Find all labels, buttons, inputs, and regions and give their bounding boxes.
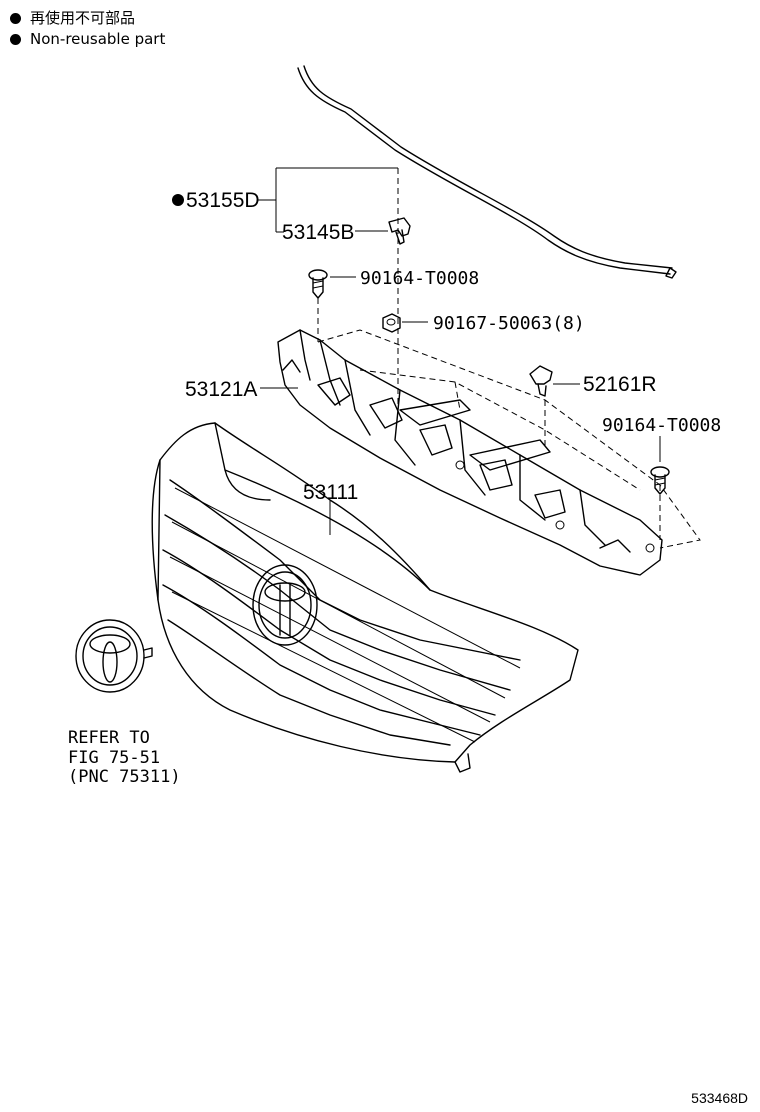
legend-row-jp: 再使用不可部品 <box>10 8 165 29</box>
grille-part <box>151 422 579 773</box>
toyota-emblem-icon <box>75 619 153 693</box>
label-53111: 53111 <box>303 481 358 504</box>
screw-top-icon <box>308 269 356 342</box>
non-reusable-dot-icon <box>10 34 21 45</box>
legend-text-jp: 再使用不可部品 <box>30 9 136 27</box>
clip-52161R-icon <box>529 365 580 397</box>
label-90164-top: 90164-T0008 <box>360 268 479 289</box>
label-53145B: 53145B <box>282 221 354 244</box>
grille-emblem-icon <box>252 564 318 646</box>
legend-row-en: Non-reusable part <box>10 29 165 50</box>
legend-text-en: Non-reusable part <box>30 30 166 48</box>
reference-line1: REFER TO <box>68 728 150 748</box>
clip-53145B-icon <box>388 217 411 245</box>
retainer-part <box>260 329 663 576</box>
assembly-dash-lines <box>317 329 701 549</box>
figure-id: 533468D <box>691 1090 748 1106</box>
label-53121A: 53121A <box>185 378 257 401</box>
label-90164-right: 90164-T0008 <box>602 415 721 436</box>
label-53155D: 53155D <box>186 189 260 212</box>
reference-line2: FIG 75-51 <box>68 748 160 768</box>
non-reusable-marker-icon <box>172 194 184 206</box>
weatherstrip-part <box>297 65 677 279</box>
legend: 再使用不可部品 Non-reusable part <box>10 8 165 50</box>
label-90167: 90167-50063(8) <box>433 313 585 334</box>
part-labels: 53155D 53145B 90164-T0008 90167-50063(8)… <box>68 189 721 787</box>
nut-icon <box>382 313 428 333</box>
non-reusable-dot-icon <box>10 13 21 24</box>
leader-53155D <box>258 167 399 410</box>
screw-right-icon <box>650 436 670 495</box>
label-52161R: 52161R <box>583 373 657 396</box>
reference-line3: (PNC 75311) <box>68 767 181 787</box>
